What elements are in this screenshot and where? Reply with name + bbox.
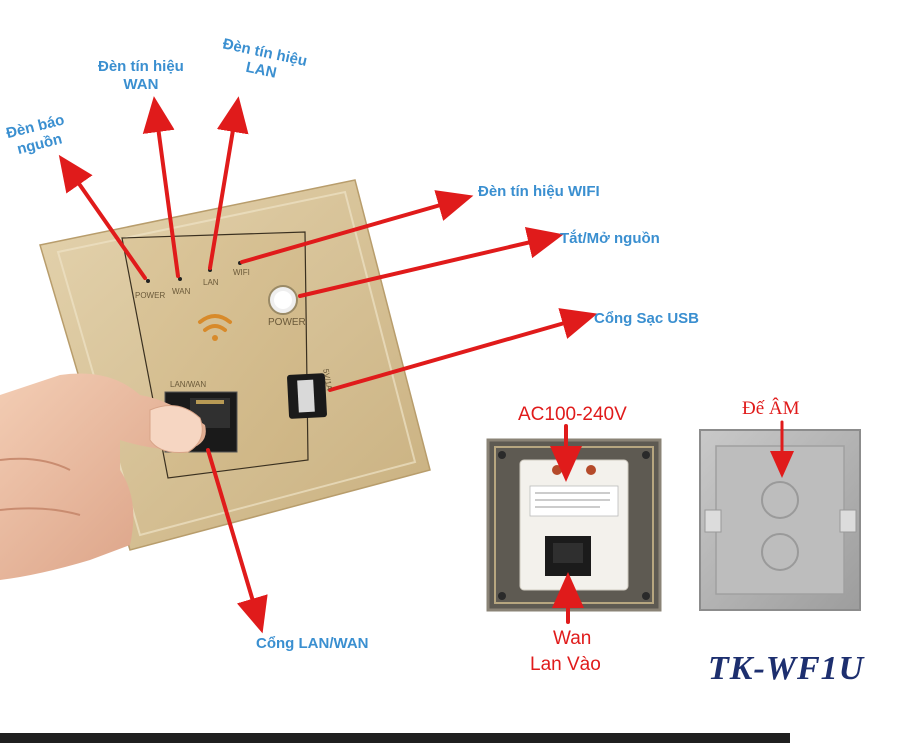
led-label-lan: LAN — [203, 278, 219, 287]
callout-arrows — [58, 96, 794, 634]
led-label-power: POWER — [135, 291, 166, 300]
wan-label: Wan — [553, 628, 592, 649]
voltage-label: AC100-240V — [518, 404, 627, 425]
callout-power-switch: Tắt/Mở nguồn — [560, 230, 660, 247]
led-label-wan: WAN — [172, 287, 191, 296]
box-label: Đế ÂM — [742, 398, 800, 419]
callout-usb-port: Cổng Sạc USB — [594, 310, 700, 327]
power-switch — [268, 285, 298, 315]
back-view-panel — [486, 438, 662, 612]
usb-port — [287, 373, 327, 419]
lan-vao-label: Lan Vào — [530, 654, 601, 675]
callout-lan-wan-port: Cổng LAN/WAN — [256, 635, 369, 652]
bottom-bar — [0, 733, 790, 743]
wall-panel-front — [39, 179, 431, 551]
power-button-label: POWER — [268, 317, 306, 328]
port-label: LAN/WAN — [170, 380, 207, 389]
wifi-icon — [198, 314, 232, 341]
callout-wan-led: Đèn tín hiệu WAN — [98, 58, 184, 93]
led-label-wifi: WIFI — [233, 268, 250, 277]
hand — [0, 373, 206, 580]
callout-wifi-led: Đèn tín hiệu WIFI — [478, 183, 600, 200]
mounting-box — [699, 429, 861, 611]
model-name: TK-WF1U — [708, 650, 865, 687]
